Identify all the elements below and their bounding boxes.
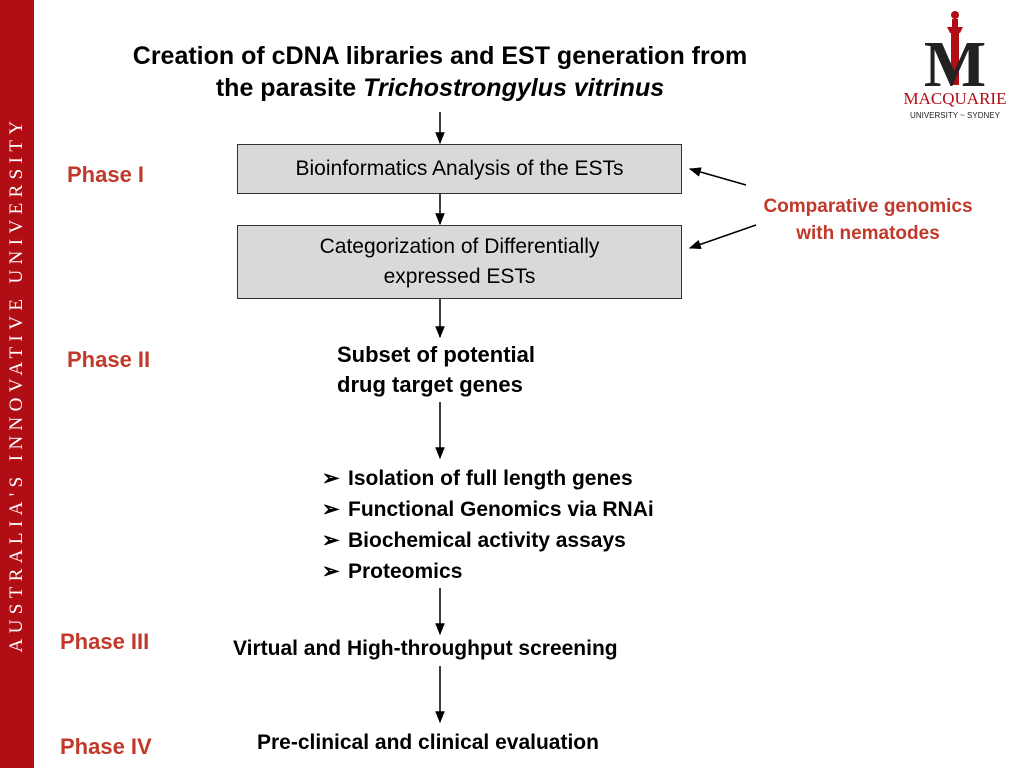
title-line-2: the parasite Trichostrongylus vitrinus [90,72,790,104]
slide-title: Creation of cDNA libraries and EST gener… [90,40,790,104]
bioinformatics-box: Bioinformatics Analysis of the ESTs [237,144,682,194]
arrow-comparative-to-categorization [688,224,757,249]
phase-1-label: Phase I [67,162,145,187]
arrow-comparative-to-bioinformatics [688,167,747,186]
list-item: ➢Proteomics [322,556,654,587]
logo-subtitle: UNIVERSITY ~ SYDNEY [910,111,1001,120]
screening-text: Virtual and High-throughput screening [233,637,618,660]
phase-2-label: Phase II [67,347,151,372]
logo-monogram: M [924,28,986,101]
list-item: ➢Isolation of full length genes [322,463,654,494]
comparative-genomics-note: Comparative genomics with nematodes [738,193,998,247]
bioinformatics-label: Bioinformatics Analysis of the ESTs [295,157,624,180]
categorization-box: Categorization of Differentially express… [237,225,682,299]
logo-wordmark: MACQUARIE [904,89,1007,108]
title-line-1: Creation of cDNA libraries and EST gener… [132,42,748,70]
sidebar-band: AUSTRALIA'S INNOVATIVE UNIVERSITY [0,0,34,768]
categorization-line-1: Categorization of Differentially [319,235,600,258]
bullet-arrow-icon: ➢ [322,560,340,583]
bullet-arrow-icon: ➢ [322,467,340,490]
subset-line-2: drug target genes [337,372,523,397]
bullet-arrow-icon: ➢ [322,529,340,552]
subset-text: Subset of potential drug target genes [337,340,535,400]
subset-line-1: Subset of potential [337,342,535,367]
methods-list: ➢Isolation of full length genes ➢Functio… [322,463,654,587]
clinical-text: Pre-clinical and clinical evaluation [257,731,599,754]
bullet-arrow-icon: ➢ [322,498,340,521]
categorization-line-2: expressed ESTs [383,265,536,288]
title-line-2-prefix: the parasite [215,74,364,102]
macquarie-logo: M MACQUARIE UNIVERSITY ~ SYDNEY [904,11,1007,120]
comparative-line-2: with nematodes [796,223,940,244]
comparative-line-1: Comparative genomics [763,196,973,217]
phase-3-label: Phase III [60,629,150,654]
title-species-name: Trichostrongylus vitrinus [363,74,665,102]
list-item: ➢Biochemical activity assays [322,525,654,556]
list-item: ➢Functional Genomics via RNAi [322,494,654,525]
phase-4-label: Phase IV [60,734,152,759]
